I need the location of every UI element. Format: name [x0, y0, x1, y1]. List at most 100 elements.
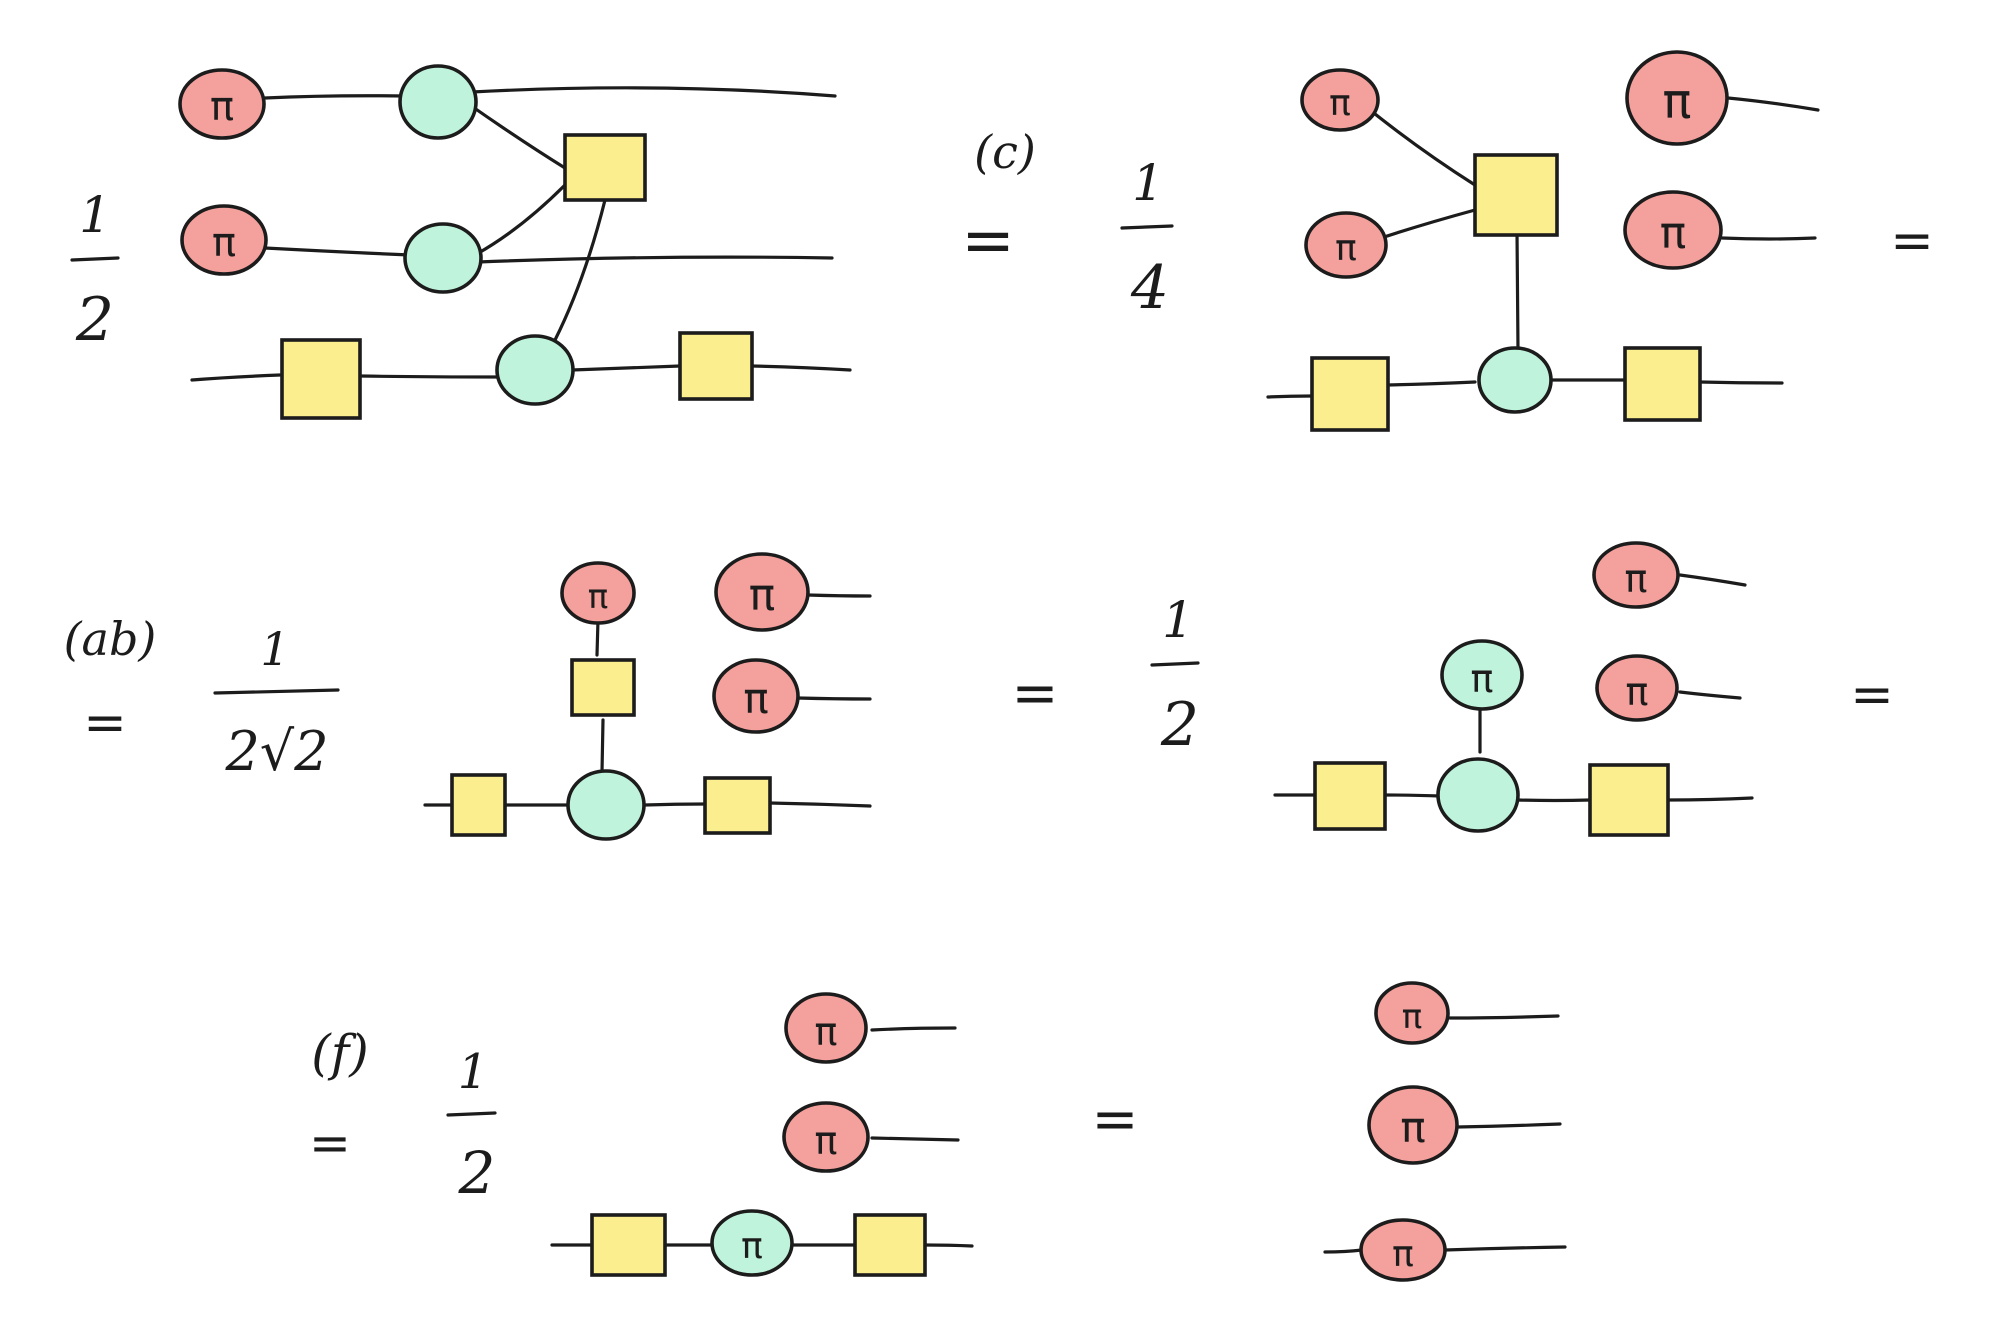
phase-label: π [1392, 1234, 1414, 1275]
scalar-half-3: 1 2 [446, 1044, 497, 1207]
phase-label: π [210, 84, 234, 130]
wire [1678, 690, 1742, 700]
phase-label: π [1402, 997, 1422, 1037]
phase-label: π [743, 674, 768, 723]
wire [1373, 208, 1477, 242]
hadamard-box [280, 338, 362, 420]
phase-label: π [1625, 557, 1648, 601]
wire [923, 1243, 974, 1248]
wire [1443, 1245, 1567, 1252]
red-spider-pi: π [1300, 68, 1380, 132]
red-spider-pi: π [1304, 211, 1388, 279]
wire [750, 364, 852, 372]
wire [600, 718, 605, 774]
phase-label: π [749, 570, 776, 621]
hadamard-box [563, 133, 647, 202]
diagram-3: π π π [423, 552, 872, 841]
diagram-6: π π π [1323, 981, 1567, 1282]
phase-label: π [1335, 228, 1357, 269]
red-spider-pi: π [1592, 541, 1680, 609]
fraction-bar [213, 688, 340, 695]
equals-sign: = [1890, 211, 1934, 271]
scalar-one-over-two-root-two: 1 2√2 [213, 622, 340, 783]
diagram-2: π π π π [1266, 50, 1820, 432]
green-spider [566, 769, 646, 841]
scalar-half-1: 1 2 [70, 186, 120, 355]
wire [263, 246, 412, 257]
wire [190, 373, 282, 382]
red-spider-pi: π [560, 561, 636, 625]
diagram-5: π π π [550, 992, 974, 1277]
fraction-bar [1120, 224, 1174, 230]
hadamard-box [570, 658, 636, 717]
wire [1698, 380, 1784, 385]
equals-sign: = [961, 204, 1015, 278]
green-spider [1436, 757, 1520, 833]
equals-sign: = [1850, 665, 1894, 725]
wire [806, 593, 872, 598]
hadamard-box [1623, 346, 1702, 422]
scalar-denominator: 2 [1160, 690, 1199, 760]
scalar-half-2: 1 2 [1150, 591, 1200, 760]
phase-label: π [815, 1010, 838, 1054]
wire [1515, 230, 1520, 352]
red-spider-pi: π [712, 658, 800, 734]
diagram-1: 1 2 π π [70, 64, 852, 420]
green-spider [398, 64, 478, 140]
step-label-ab: (ab) [64, 612, 157, 666]
wire [358, 374, 502, 379]
phase-label: π [1329, 83, 1351, 124]
equals-sign: = [309, 1114, 351, 1172]
wire [1678, 573, 1747, 587]
hadamard-box [1313, 761, 1387, 831]
wire [595, 618, 600, 657]
phase-label: π [212, 220, 236, 266]
red-spider-pi: π [1367, 1085, 1459, 1165]
wire [1323, 1248, 1364, 1254]
green-spider [495, 334, 575, 406]
phase-label: π [741, 1226, 763, 1267]
hadamard-box [853, 1213, 927, 1277]
wire [768, 801, 872, 808]
equals-sign: = [83, 693, 127, 753]
red-spider-pi: π [784, 992, 868, 1064]
red-spider-pi: π [1595, 654, 1679, 722]
green-spider [403, 222, 483, 294]
red-spider-pi: π [1374, 981, 1450, 1045]
phase-label: π [1626, 670, 1649, 714]
wire [870, 1026, 957, 1032]
scalar-quarter: 1 4 [1120, 154, 1174, 323]
equals-sign: = [1012, 661, 1059, 726]
wire [1456, 1122, 1562, 1129]
red-spider-pi: π [1625, 50, 1729, 146]
hadamard-box [1588, 763, 1670, 837]
wire [553, 198, 607, 342]
fraction-bar [446, 1111, 497, 1117]
wire [1666, 796, 1754, 802]
wire [470, 86, 837, 98]
wire [570, 364, 682, 372]
hadamard-box [590, 1213, 667, 1277]
scalar-denominator: 2√2 [224, 720, 328, 783]
wire [870, 1136, 960, 1142]
phase-label: π [1400, 1103, 1425, 1152]
phase-label: π [1471, 657, 1494, 701]
fraction-bar [70, 256, 120, 262]
scalar-denominator: 2 [75, 285, 114, 355]
hadamard-box [678, 331, 754, 401]
scalar-numerator: 1 [1162, 591, 1194, 649]
diagram-4: π π π [1273, 541, 1754, 837]
scalar-numerator: 1 [1132, 154, 1164, 212]
phase-label: π [588, 577, 608, 617]
green-spider-pi: π [1440, 639, 1524, 711]
wire [1516, 798, 1592, 803]
wire [473, 183, 567, 257]
scalar-numerator: 1 [260, 622, 289, 676]
step-label-f: (f) [311, 1024, 369, 1082]
green-spider [1477, 346, 1553, 414]
wire [1266, 394, 1314, 399]
wire [1368, 108, 1477, 187]
hadamard-box [1473, 153, 1559, 237]
wire [1448, 1014, 1560, 1020]
red-spider-pi: π [180, 204, 268, 276]
